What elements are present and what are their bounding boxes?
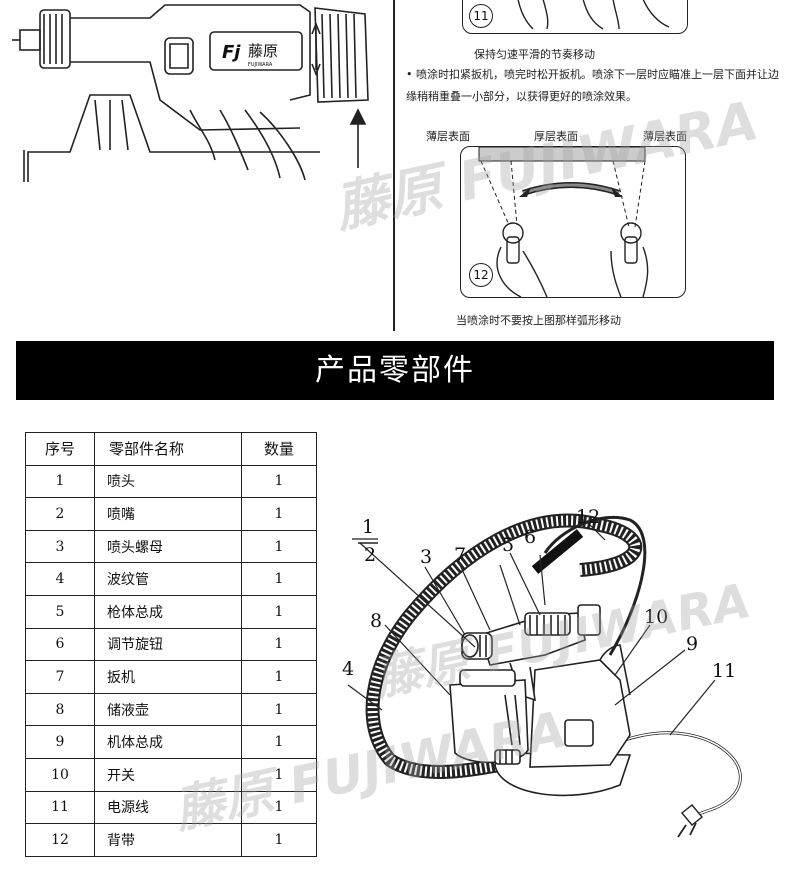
cell-part-name: 喷头 [94,464,242,499]
cell-index: 12 [25,823,95,857]
cell-index: 2 [25,497,95,531]
cell-index: 8 [25,692,95,727]
cell-quantity: 1 [241,594,317,629]
callout-1: 1 [362,516,374,538]
brand-logo: Fj [222,42,241,63]
header-part-name: 零部件名称 [94,432,242,466]
step-11-caption: 保持匀速平滑的节奏移动 [474,48,595,61]
cell-part-name: 储液壶 [94,692,242,727]
step-11-number: 11 [469,4,493,28]
step-11-figure: 11 [462,0,688,34]
cell-part-name: 开关 [94,757,242,792]
table-header-row: 序号 零部件名称 数量 [25,432,317,466]
instructions-panel: 11 保持匀速平滑的节奏移动 • 喷涂时扣紧扳机，喷完时松开扳机。喷涂下一层时应… [398,0,790,331]
sprayer-closeup-figure: Fj 藤原 FUJIWARA [0,0,392,182]
callout-9: 9 [686,633,698,655]
callout-4: 4 [342,658,354,680]
cell-index: 7 [25,660,95,694]
sprayer-closeup-drawing: Fj 藤原 FUJIWARA [12,4,369,182]
cell-quantity: 1 [241,562,317,596]
header-index: 序号 [25,432,95,466]
step-12-figure: 12 [460,146,686,298]
surface-label-right: 薄层表面 [643,130,687,143]
header-quantity: 数量 [241,432,317,466]
callout-5: 5 [502,534,514,556]
cell-index: 10 [25,757,95,792]
brand-subname: FUJIWARA [248,62,273,68]
step-11-drawing [517,0,670,30]
cell-index: 11 [25,790,95,825]
callout-12: 12 [576,506,600,528]
cell-quantity: 1 [241,725,317,759]
cell-part-name: 电源线 [94,790,242,825]
callout-8: 8 [370,610,382,632]
step-11-tip: • 喷涂时扣紧扳机，喷完时松开扳机。喷涂下一层时应瞄准上一层下面并让边缘稍稍重叠… [406,68,779,103]
cell-part-name: 波纹管 [94,562,242,596]
cell-part-name: 扳机 [94,660,242,694]
cell-quantity: 1 [241,529,317,564]
callout-11: 11 [712,660,736,682]
cell-quantity: 1 [241,692,317,727]
cell-index: 9 [25,725,95,759]
cell-quantity: 1 [241,627,317,662]
cell-quantity: 1 [241,660,317,694]
cell-part-name: 背带 [94,823,242,857]
section-title-banner: 产品零部件 [16,341,774,400]
surface-label-middle: 厚层表面 [534,130,578,143]
parts-diagram: 1 2 3 4 5 6 7 8 9 10 11 12 [330,495,790,855]
vertical-divider [393,0,395,331]
cell-quantity: 1 [241,757,317,792]
callout-3: 3 [420,546,432,568]
brand-name: 藤原 [248,42,278,60]
cell-part-name: 枪体总成 [94,594,242,629]
cell-part-name: 机体总成 [94,725,242,759]
cell-quantity: 1 [241,823,317,857]
cell-index: 1 [25,464,95,499]
step-12-drawing [478,147,649,297]
cell-part-name: 喷头螺母 [94,529,242,564]
cell-part-name: 调节旋钮 [94,627,242,662]
callout-6: 6 [524,526,536,548]
cell-index: 6 [25,627,95,662]
cell-part-name: 喷嘴 [94,497,242,531]
callout-10: 10 [644,606,668,628]
step-12-caption: 当喷涂时不要按上图那样弧形移动 [456,314,621,327]
cell-quantity: 1 [241,790,317,825]
step-12-number: 12 [469,263,493,287]
cell-quantity: 1 [241,464,317,499]
callout-2: 2 [364,544,376,566]
cell-quantity: 1 [241,497,317,531]
cell-index: 5 [25,594,95,629]
surface-label-left: 薄层表面 [426,130,470,143]
cell-index: 4 [25,562,95,596]
callout-7: 7 [454,544,466,566]
parts-diagram-drawing: 1 2 3 4 5 6 7 8 9 10 11 12 [342,506,742,838]
cell-index: 3 [25,529,95,564]
